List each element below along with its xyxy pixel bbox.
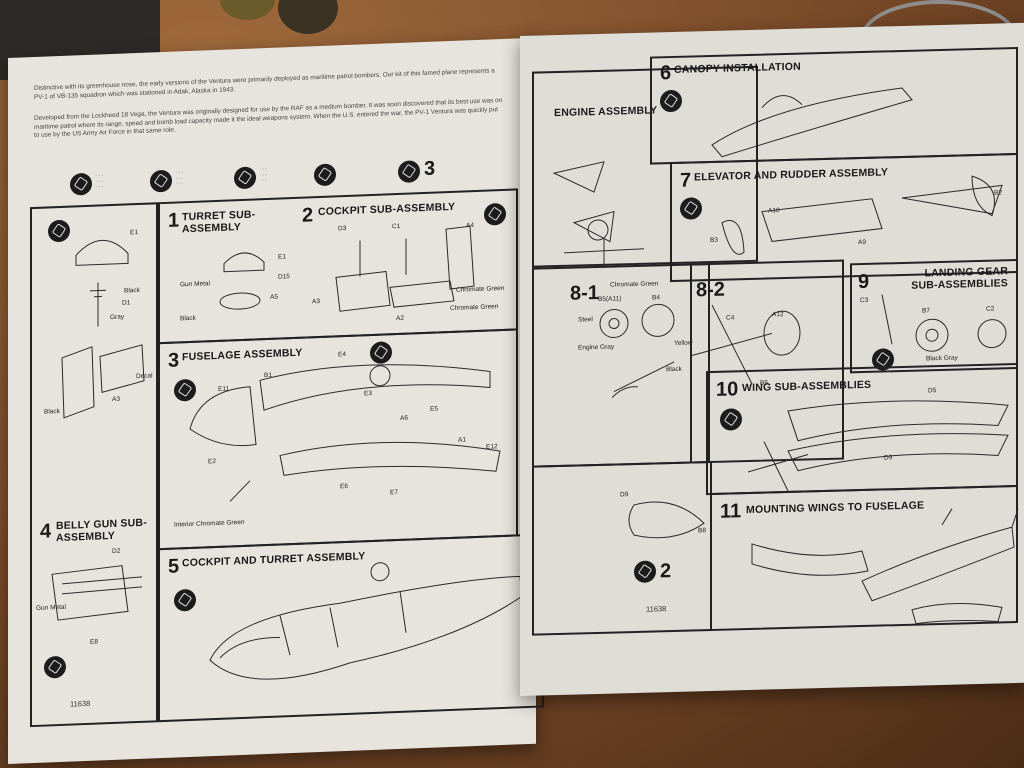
- landing-gear-drawing: [881, 294, 1007, 352]
- glue-icon: [44, 655, 66, 679]
- propeller-drawing: [691, 304, 801, 385]
- steps-1-2-panel: 1 TURRET SUB-ASSEMBLY 2 COCKPIT SUB-ASSE…: [158, 188, 518, 345]
- step-5-panel: 5 COCKPIT AND TURRET ASSEMBLY: [158, 533, 544, 723]
- step-3-panel: 3 FUSELAGE ASSEMBLY B1 E11 E4 E3 E5 A6 A…: [158, 328, 518, 551]
- paint-icon: [234, 166, 256, 190]
- legend-text-1: ···············: [96, 172, 104, 189]
- legend-text-3: ···············: [260, 166, 268, 183]
- step-11-panel: 11 MOUNTING WINGS TO FUSELAGE: [710, 484, 1019, 632]
- cockpit-drawing: [219, 225, 475, 312]
- paint-jar-1: [220, 0, 275, 20]
- legend-count: 3: [424, 157, 436, 181]
- step-6-panel: 6 CANOPY INSTALLATION: [650, 46, 1018, 165]
- step-7-panel: 7 ELEVATOR AND RUDDER ASSEMBLY A10 B3 A9…: [670, 152, 1018, 283]
- intro-paragraph-1: Distinctive with its greenhouse nose, th…: [34, 67, 495, 101]
- instruction-right-page: ENGINE ASSEMBLY 6 CANOPY INSTALLATION 7 …: [520, 22, 1024, 696]
- decal-panel: D9 B8 2 11638: [532, 460, 712, 636]
- canopy-drawing: [711, 87, 913, 158]
- step-4-number: 4: [40, 520, 52, 543]
- engine-drawing: [552, 161, 645, 268]
- step-4-title: BELLY GUN SUB-ASSEMBLY: [56, 516, 147, 545]
- decal-icon: [398, 160, 420, 184]
- no-glue-icon: [150, 169, 172, 193]
- left-column-panel: E1 Black D1 Gray Decal Black A3 4 BELLY …: [30, 202, 158, 728]
- step-9-panel: 9 LANDING GEAR SUB-ASSEMBLIES C3 B7 C2 B…: [772, 258, 1018, 374]
- step-10-panel: 10 WING SUB-ASSEMBLIES D5 D9: [706, 362, 1018, 496]
- assembly-drawing: [209, 562, 523, 680]
- canopy-part-drawing: [628, 501, 705, 539]
- step-8-1-panel: 8-1 Chromate Green B5(A11) B4 Steel Engi…: [532, 263, 710, 468]
- legend-text-2: ···············: [176, 169, 184, 186]
- instruction-left-page: Distinctive with its greenhouse nose, th…: [8, 37, 544, 764]
- glue-icon: [70, 172, 92, 196]
- turret-drawing: [61, 239, 145, 419]
- catalog-number: 11638: [70, 698, 91, 709]
- fuselage-drawing: [189, 364, 501, 502]
- engine-8-1-drawing: [599, 303, 675, 398]
- belly-gun-drawing: [51, 565, 143, 621]
- step-8-2-panel: 8-2 C4 B6: [690, 259, 844, 464]
- final-assembly-drawing: [751, 508, 1019, 625]
- intro-paragraph-2: Developed from the Lockheed 18 Vega, the…: [34, 97, 503, 140]
- catalog-number: 11638: [646, 604, 667, 614]
- elevator-drawing: [721, 175, 1003, 255]
- wing-drawing: [747, 400, 1009, 492]
- question-icon: [314, 163, 336, 187]
- engine-assembly-panel: ENGINE ASSEMBLY: [532, 65, 758, 268]
- label-a12: A12: [772, 311, 784, 319]
- legend-count-right: 2: [660, 560, 672, 583]
